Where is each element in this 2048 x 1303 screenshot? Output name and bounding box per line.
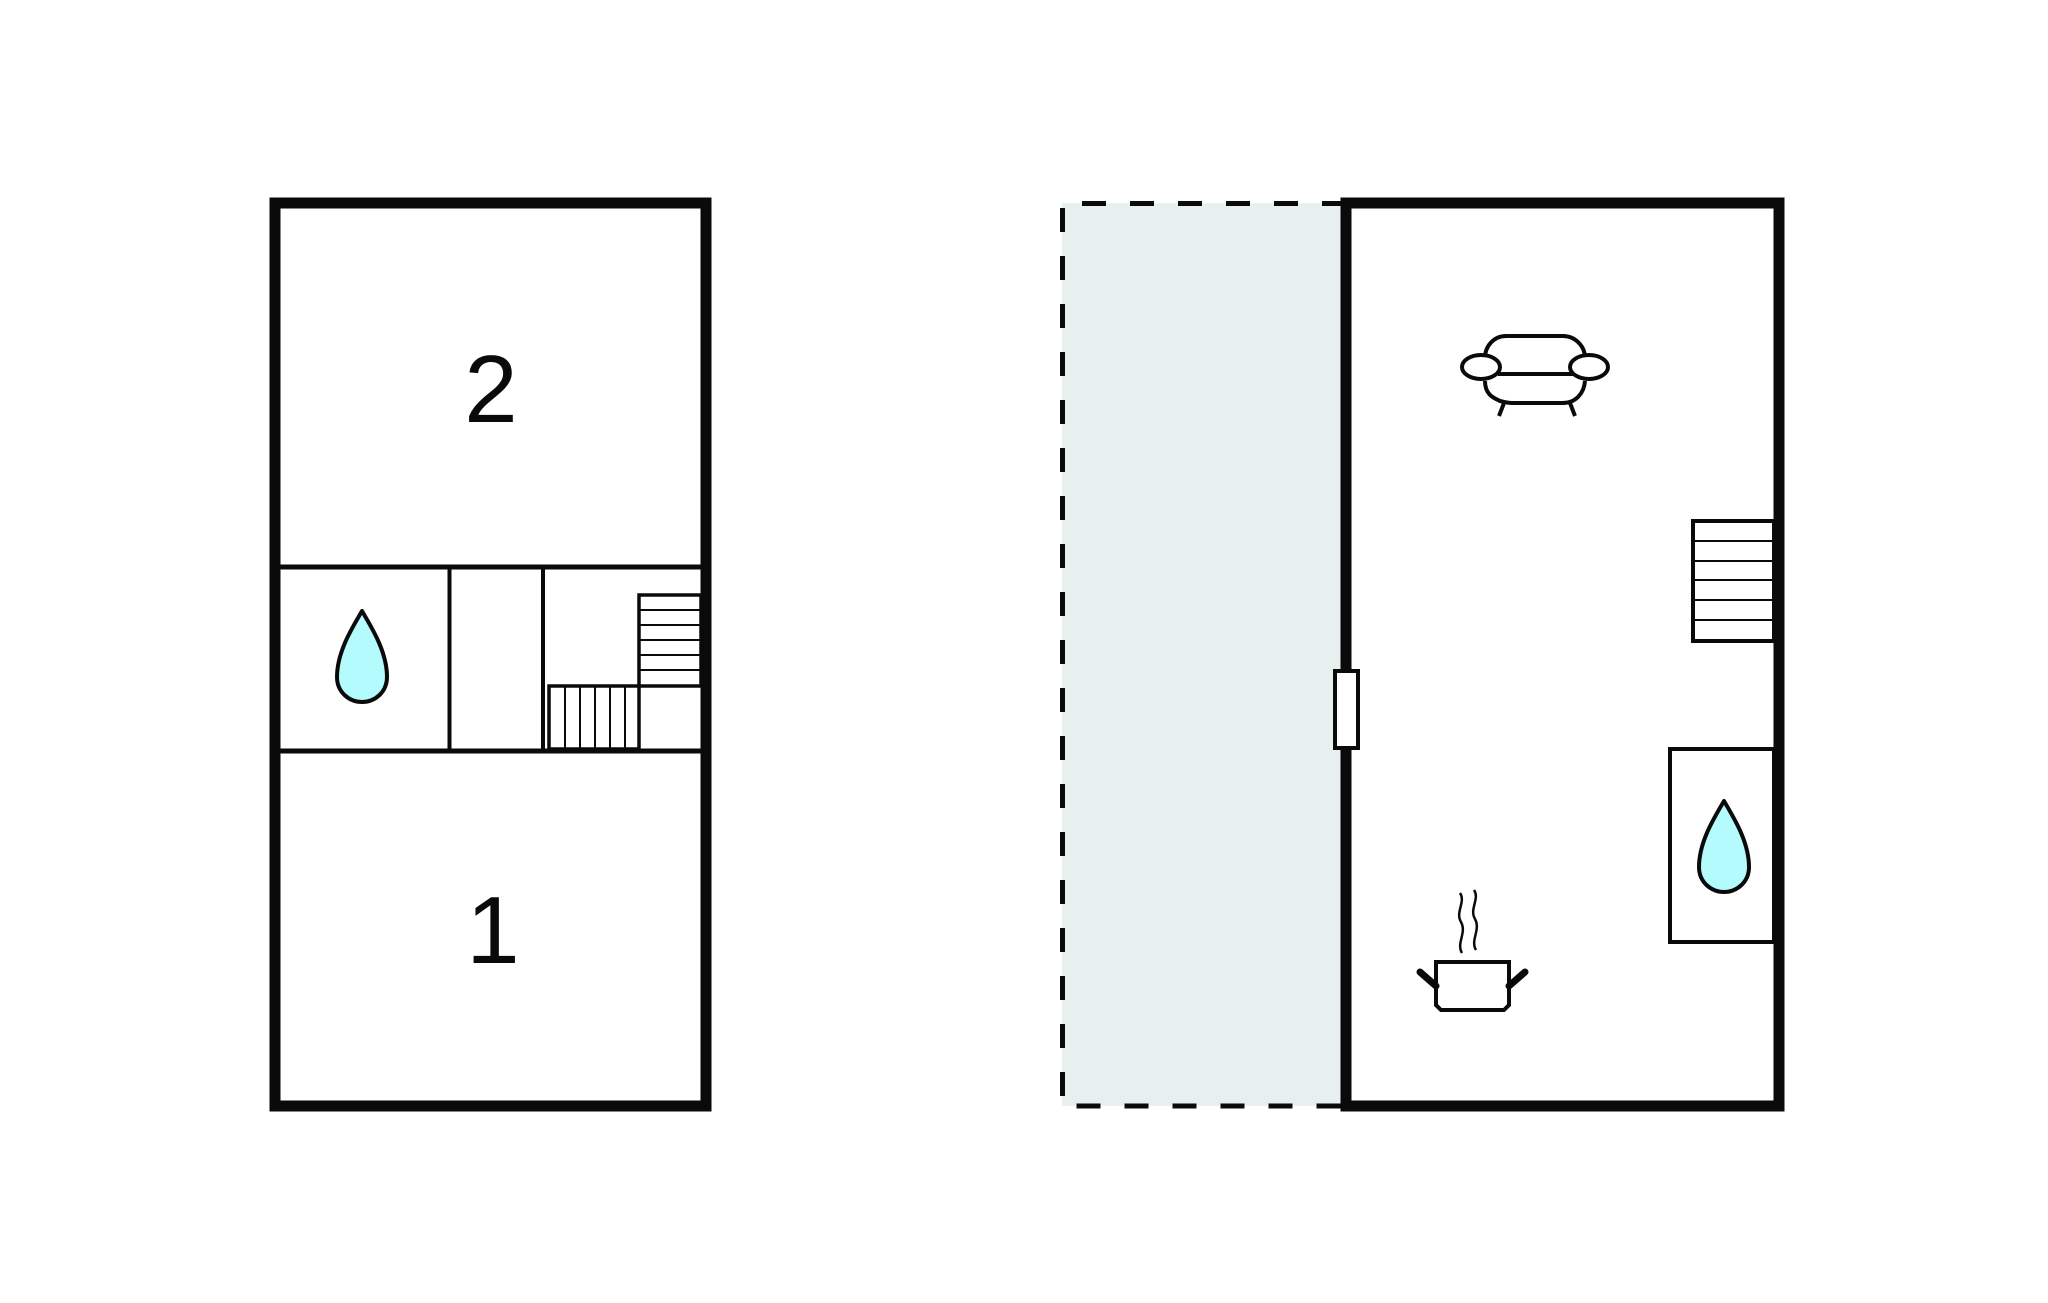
- staircase-icon: [1691, 519, 1776, 643]
- water-drop-icon: [1697, 799, 1751, 894]
- sofa-icon: [1460, 334, 1610, 417]
- ground-floor-plan: [1060, 197, 1785, 1112]
- water-drop-icon: [335, 609, 389, 704]
- terrace-dashed-outline: [1060, 201, 1346, 1109]
- room-label-2: 2: [464, 336, 517, 443]
- room-label-1: 1: [466, 877, 519, 984]
- upper-floor-plan: 2 1: [269, 197, 712, 1112]
- terrace-area: [1062, 203, 1346, 1106]
- staircase-icon: [547, 593, 703, 751]
- door-icon: [1333, 669, 1360, 750]
- ground-floor-outer-wall: [1340, 197, 1785, 1112]
- cooking-pot-icon: [1416, 889, 1529, 1012]
